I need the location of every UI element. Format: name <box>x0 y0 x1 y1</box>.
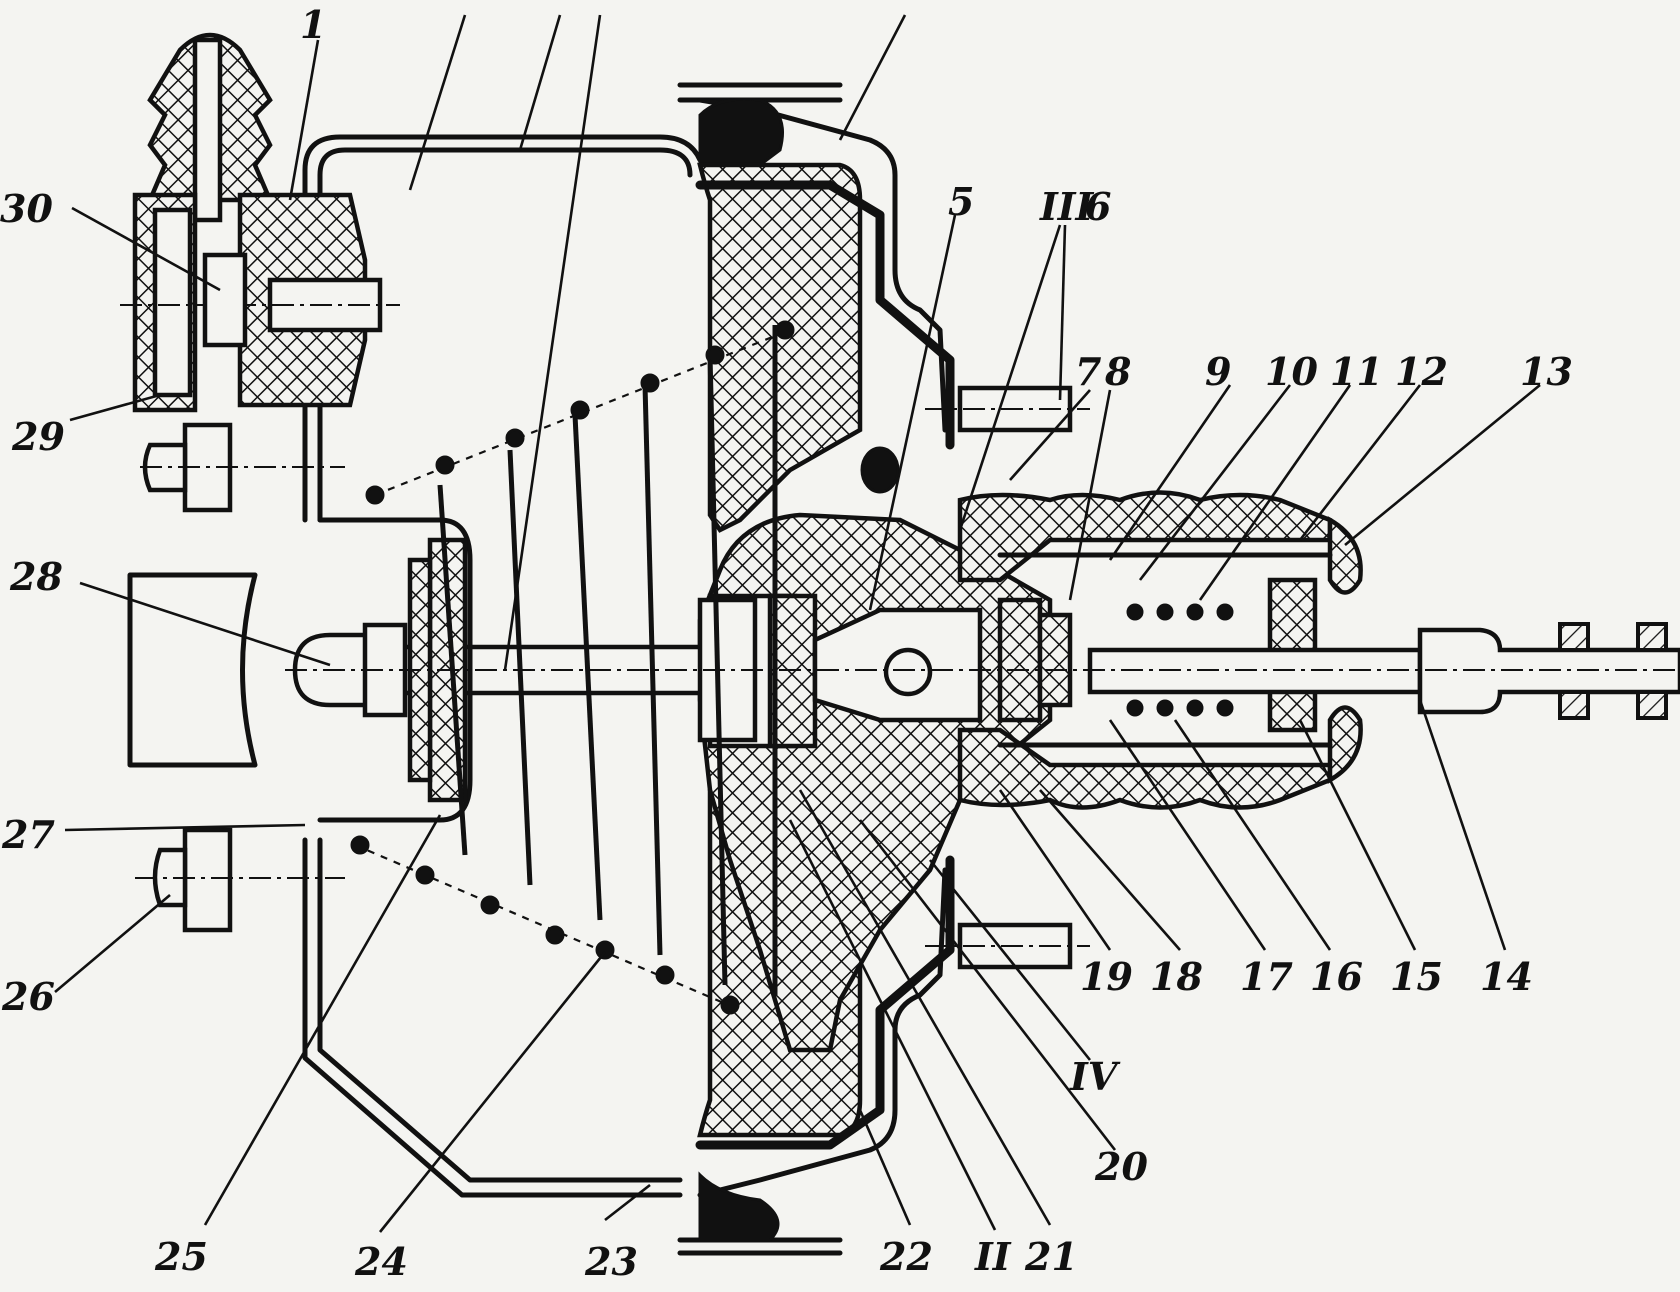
label-II: II <box>974 1234 1012 1279</box>
label-16: 16 <box>1310 954 1363 999</box>
valve-seat <box>997 597 1043 723</box>
label-1: 1 <box>300 2 326 47</box>
label-27: 27 <box>1 812 55 857</box>
label-25: 25 <box>154 1234 208 1279</box>
diaphragm-bead-top <box>698 97 784 167</box>
label-9: 9 <box>1205 349 1231 394</box>
label-5: 5 <box>948 179 974 224</box>
mounting-stud-bottom <box>135 827 345 933</box>
boot-lip-bottom <box>1327 705 1363 784</box>
diaphragm-bead-bottom <box>698 1171 780 1242</box>
guide-sleeve <box>957 490 1333 810</box>
label-III: III <box>1039 184 1095 229</box>
front-mount-flange <box>127 572 258 768</box>
label-22: 22 <box>879 1234 933 1279</box>
label-IV: IV <box>1069 1054 1121 1099</box>
label-14: 14 <box>1480 954 1533 999</box>
label-15: 15 <box>1390 954 1443 999</box>
label-28: 28 <box>9 554 63 599</box>
label-13: 13 <box>1520 349 1573 394</box>
label-7: 7 <box>1075 349 1101 394</box>
label-11: 11 <box>1330 349 1383 394</box>
label-23: 23 <box>584 1239 638 1284</box>
front-stud-top <box>925 385 1090 433</box>
label-29: 29 <box>11 414 65 459</box>
inner-bead-top <box>860 446 900 494</box>
ball-joint <box>883 647 933 697</box>
diaphragm-plate <box>695 180 955 450</box>
label-26: 26 <box>1 974 55 1019</box>
check-valve-fitting <box>120 32 400 413</box>
label-21: 21 <box>1024 1234 1078 1279</box>
label-6: 6 <box>1085 184 1111 229</box>
label-19: 19 <box>1080 954 1133 999</box>
part-labels: 1 30 29 28 27 26 25 24 23 22 II 21 20 IV… <box>0 2 1573 1284</box>
mounting-stud-top <box>140 422 345 513</box>
label-10: 10 <box>1265 349 1318 394</box>
label-20: 20 <box>1094 1144 1148 1189</box>
rear-housing-shell <box>302 134 703 1198</box>
push-rod <box>1087 622 1680 720</box>
valve-rubber <box>1037 612 1073 708</box>
label-24: 24 <box>354 1239 408 1284</box>
valve-spring <box>1126 603 1234 717</box>
label-17: 17 <box>1240 954 1293 999</box>
leader-lines <box>54 14 1541 1233</box>
boot-lip-top <box>1327 516 1363 595</box>
label-18: 18 <box>1150 954 1203 999</box>
label-12: 12 <box>1395 349 1448 394</box>
label-30: 30 <box>0 186 53 231</box>
label-8: 8 <box>1104 349 1131 394</box>
